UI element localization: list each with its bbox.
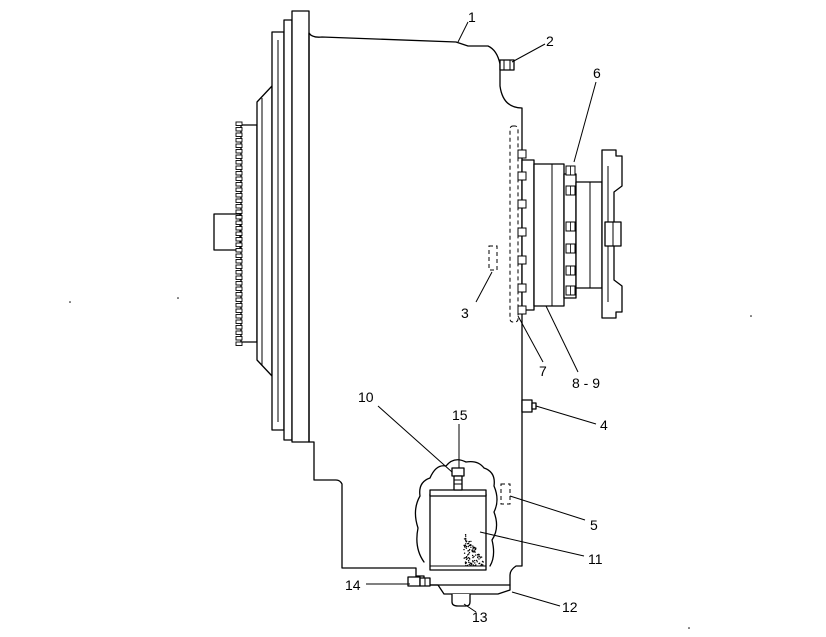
callout-8-9: 8 - 9: [572, 375, 600, 391]
filter-cutaway: [414, 459, 498, 571]
housing-flange-inner: [283, 19, 293, 441]
output-hub: [575, 181, 603, 289]
callout-12: 12: [562, 599, 578, 615]
adapter-bolts: [517, 149, 527, 315]
callout-11: 11: [588, 551, 603, 567]
callout-5: 5: [590, 517, 598, 533]
callout-labels: 1 2 3 4 5 6 7 8 - 9 10 11 12 13 14 15: [345, 9, 608, 625]
filter-top-cap: [429, 489, 487, 497]
callout-2: 2: [546, 33, 554, 49]
pressure-port: [521, 399, 537, 413]
breather-plug: [499, 59, 515, 71]
callout-14: 14: [345, 577, 361, 593]
filter-media: [463, 534, 484, 567]
output-assembly: [517, 149, 623, 319]
callout-6: 6: [593, 65, 601, 81]
hidden-passage: [500, 483, 511, 505]
housing-flange-face: [291, 10, 310, 443]
ring-gear: [240, 124, 258, 343]
hidden-sensor: [488, 245, 498, 271]
transmission-housing: [308, 32, 537, 607]
flywheel-hub: [256, 85, 273, 377]
output-housing: [533, 163, 565, 307]
side-fitting: [407, 576, 431, 587]
cutaway-outline: [414, 459, 498, 567]
callout-15: 15: [452, 407, 468, 423]
output-gasket: [509, 125, 519, 323]
callout-3: 3: [461, 305, 469, 321]
retainer-bolts: [565, 165, 576, 296]
oil-filter: [429, 493, 487, 571]
filter-bolt: [451, 467, 465, 491]
callout-1: 1: [468, 9, 476, 25]
callout-10: 10: [358, 389, 374, 405]
housing-outline: [308, 32, 523, 595]
leader-lines: [366, 21, 597, 613]
drain-plug: [451, 594, 471, 607]
callout-4: 4: [600, 417, 608, 433]
flywheel-assembly: [213, 10, 310, 443]
scan-specks: [69, 297, 752, 629]
callout-13: 13: [472, 609, 488, 625]
ring-gear-teeth: [235, 121, 243, 346]
callout-7: 7: [539, 363, 547, 379]
